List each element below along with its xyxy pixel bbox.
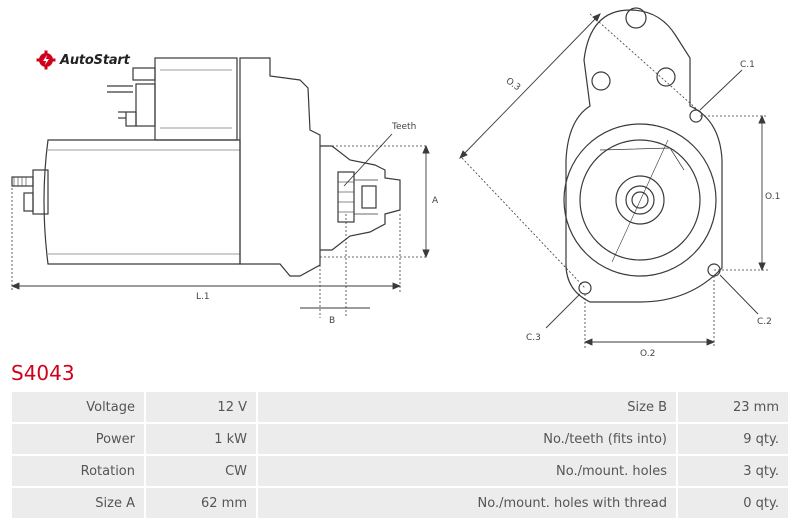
spec-value: 3 qty. [678,456,788,486]
spec-value: 1 kW [146,424,256,454]
product-code: S4043 [11,361,75,385]
technical-drawing: Teeth A L.1 B O.3 C.1 O.1 C.2 C.3 O.2 [10,7,780,359]
spec-value: 9 qty. [678,424,788,454]
spec-label: Power [12,424,144,454]
spec-value: 23 mm [678,392,788,422]
spec-label: Size B [258,392,676,422]
spec-label: No./mount. holes [258,456,676,486]
gear-icon [36,50,56,70]
brand-logo: AutoStart [36,50,130,70]
spec-label: Size A [12,488,144,518]
front-view [563,7,723,303]
brand-name: AutoStart [60,52,130,68]
spec-value: 0 qty. [678,488,788,518]
spec-label: No./mount. holes with thread [258,488,676,518]
spec-label: Voltage [12,392,144,422]
spec-value: 12 V [146,392,256,422]
label-c1: C.1 [740,60,755,70]
solenoid [107,57,238,141]
label-o3: O.3 [504,76,522,93]
label-o2: O.2 [640,349,655,359]
spec-value: 62 mm [146,488,256,518]
spec-value: CW [146,456,256,486]
table-row: Rotation CW No./mount. holes 3 qty. [12,456,788,486]
label-o1: O.1 [765,192,780,202]
dimension-lines [11,145,428,318]
drive-housing [239,57,401,277]
label-c2: C.2 [757,317,772,327]
label-l1: L.1 [196,292,210,302]
table-row: Size A 62 mm No./mount. holes with threa… [12,488,788,518]
label-c3: C.3 [526,333,541,343]
label-b: B [329,316,335,326]
table-row: Power 1 kW No./teeth (fits into) 9 qty. [12,424,788,454]
spec-label: No./teeth (fits into) [258,424,676,454]
spec-label: Rotation [12,456,144,486]
label-teeth: Teeth [391,122,416,132]
label-a: A [432,196,439,206]
specs-table: Voltage 12 V Size B 23 mm Power 1 kW No.… [10,390,790,520]
motor-body [11,139,241,265]
table-row: Voltage 12 V Size B 23 mm [12,392,788,422]
